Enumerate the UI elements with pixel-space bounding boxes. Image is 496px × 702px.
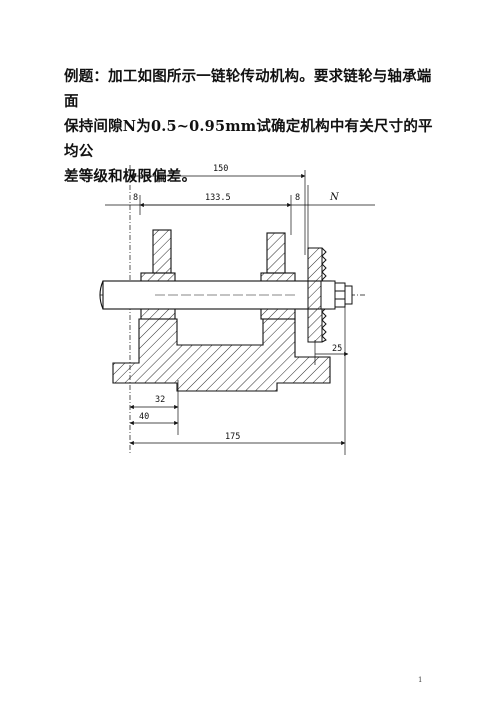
dim-label-8-left: 8	[133, 193, 138, 203]
shaft	[99, 280, 332, 310]
dim-label-175: 175	[225, 432, 240, 442]
mechanism-drawing-svg: 150 133.5 8 8 N 25 32 40 175	[99, 164, 375, 455]
dim-label-133-5: 133.5	[205, 193, 231, 203]
dim-label-N: N	[329, 192, 340, 203]
dimension-lines	[105, 173, 375, 446]
dim-label-8-right: 8	[295, 193, 300, 203]
problem-statement: 例题：加工如图所示一链轮传动机构。要求链轮与轴承端面 保持间隙N为0.5~0.9…	[64, 64, 436, 189]
housing-section	[112, 229, 331, 392]
problem-line-1: 例题：加工如图所示一链轮传动机构。要求链轮与轴承端面	[64, 68, 432, 110]
mechanism-drawing: 150 133.5 8 8 N 25 32 40 175	[95, 155, 375, 455]
dim-label-25: 25	[332, 344, 342, 354]
nut	[334, 282, 353, 308]
page-number: 1	[418, 676, 423, 684]
dim-label-150: 150	[213, 164, 228, 174]
dim-label-40: 40	[139, 412, 149, 422]
dim-label-32: 32	[155, 395, 165, 405]
problem-line-2: 保持间隙N为0.5~0.95mm试确定机构中有关尺寸的平均公	[64, 118, 433, 160]
sprocket	[307, 247, 336, 343]
